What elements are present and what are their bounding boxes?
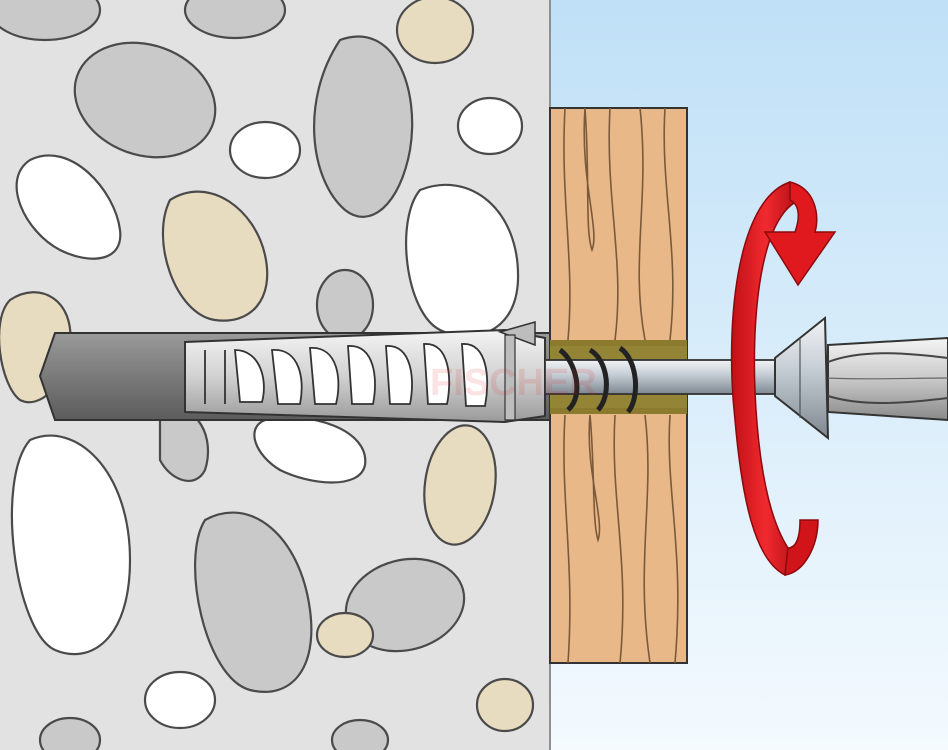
- stone: [313, 35, 414, 218]
- stone: [423, 424, 497, 546]
- aggregate-stones: [0, 0, 535, 750]
- screw-icon: [544, 315, 830, 441]
- stone: [253, 416, 367, 484]
- stone: [456, 96, 524, 156]
- stone: [0, 0, 102, 42]
- stone: [475, 677, 535, 733]
- wall-plug-icon: [184, 321, 546, 424]
- wood-grain: [563, 107, 679, 664]
- stone: [193, 511, 313, 693]
- stone: [183, 0, 287, 40]
- stone: [228, 120, 302, 180]
- stone: [143, 670, 217, 730]
- stone: [161, 190, 269, 322]
- stone: [315, 611, 375, 659]
- stone: [38, 716, 102, 750]
- screwdriver-icon: [827, 336, 948, 422]
- rotation-arrow-icon: [730, 181, 837, 577]
- stone: [73, 41, 217, 159]
- watermark: FISCHER: [430, 362, 597, 404]
- stone: [395, 0, 475, 65]
- stone: [330, 718, 390, 750]
- stone: [15, 154, 122, 260]
- stone: [315, 268, 375, 342]
- stone: [10, 434, 132, 656]
